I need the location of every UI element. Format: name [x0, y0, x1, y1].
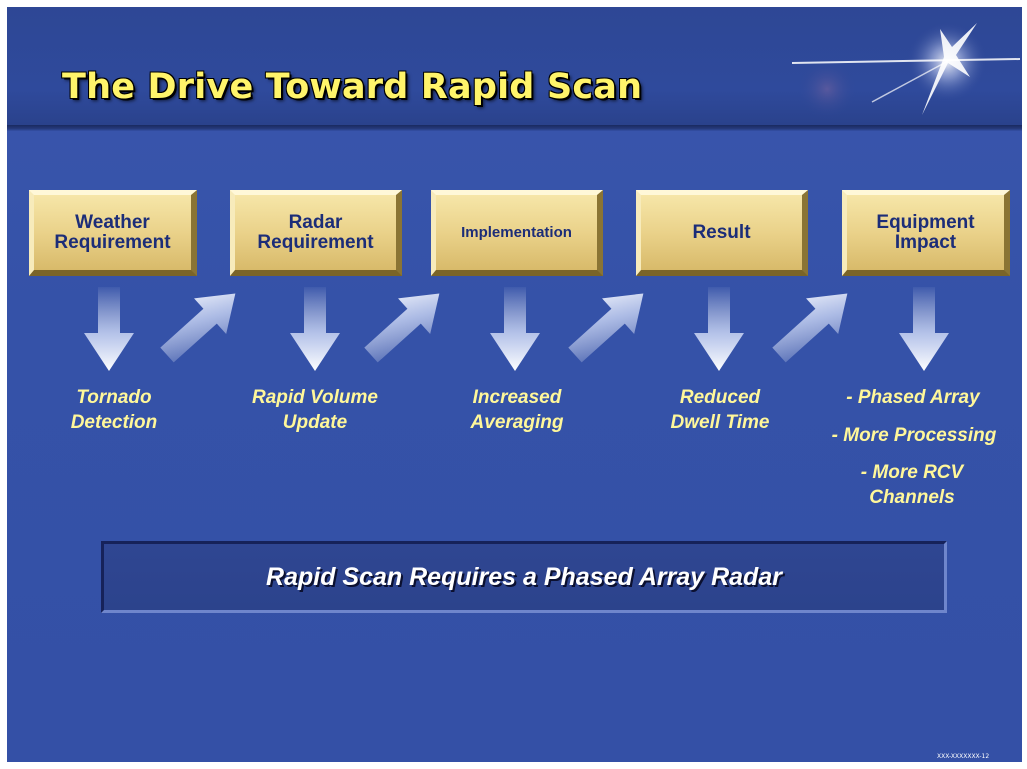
diagonal-arrow-icon — [150, 275, 252, 373]
footnote-code: XXX-XXXXXXX-12 — [937, 753, 990, 760]
conclusion-banner: Rapid Scan Requires a Phased Array Radar — [101, 541, 947, 613]
step-box-result: Result — [636, 190, 808, 276]
step-label: Result — [692, 221, 751, 243]
step-box-radar-requirement: Radar Requirement — [230, 190, 402, 276]
down-arrow-icon — [899, 287, 949, 371]
down-arrow-icon — [290, 287, 340, 371]
diagonal-arrow-icon — [558, 275, 660, 373]
caption-increased-averaging: Increased Averaging — [470, 387, 564, 433]
diagonal-arrow-icon — [762, 275, 864, 373]
caption-rapid-volume-update: Rapid Volume Update — [252, 387, 378, 433]
caption-tornado-detection: Tornado Detection — [70, 387, 158, 433]
caption-reduced-dwell-time: Reduced Dwell Time — [670, 387, 770, 433]
down-arrow-icon — [490, 287, 540, 371]
diagonal-arrow-icon — [354, 275, 456, 373]
logo-star-icon — [791, 22, 1021, 119]
impact-item: - More Processing — [831, 425, 997, 446]
impact-item: - More RCV Channels — [860, 462, 964, 508]
page-title: The Drive Toward Rapid Scan — [62, 67, 643, 107]
step-label: Equipment Impact — [876, 211, 975, 253]
header-band — [7, 7, 1022, 125]
step-label: Implementation — [461, 223, 572, 241]
step-box-equipment-impact: Equipment Impact — [842, 190, 1010, 276]
conclusion-text: Rapid Scan Requires a Phased Array Radar — [266, 562, 782, 591]
down-arrow-icon — [84, 287, 134, 371]
step-label: Radar Requirement — [257, 211, 374, 253]
step-label: Weather Requirement — [54, 211, 171, 253]
step-box-implementation: Implementation — [431, 190, 603, 276]
down-arrow-icon — [694, 287, 744, 371]
slide: The Drive Toward Rapid Scan Weather Requ… — [7, 7, 1022, 762]
step-box-weather-requirement: Weather Requirement — [29, 190, 197, 276]
header-divider — [7, 125, 1022, 131]
impact-item: - Phased Array — [846, 387, 980, 408]
